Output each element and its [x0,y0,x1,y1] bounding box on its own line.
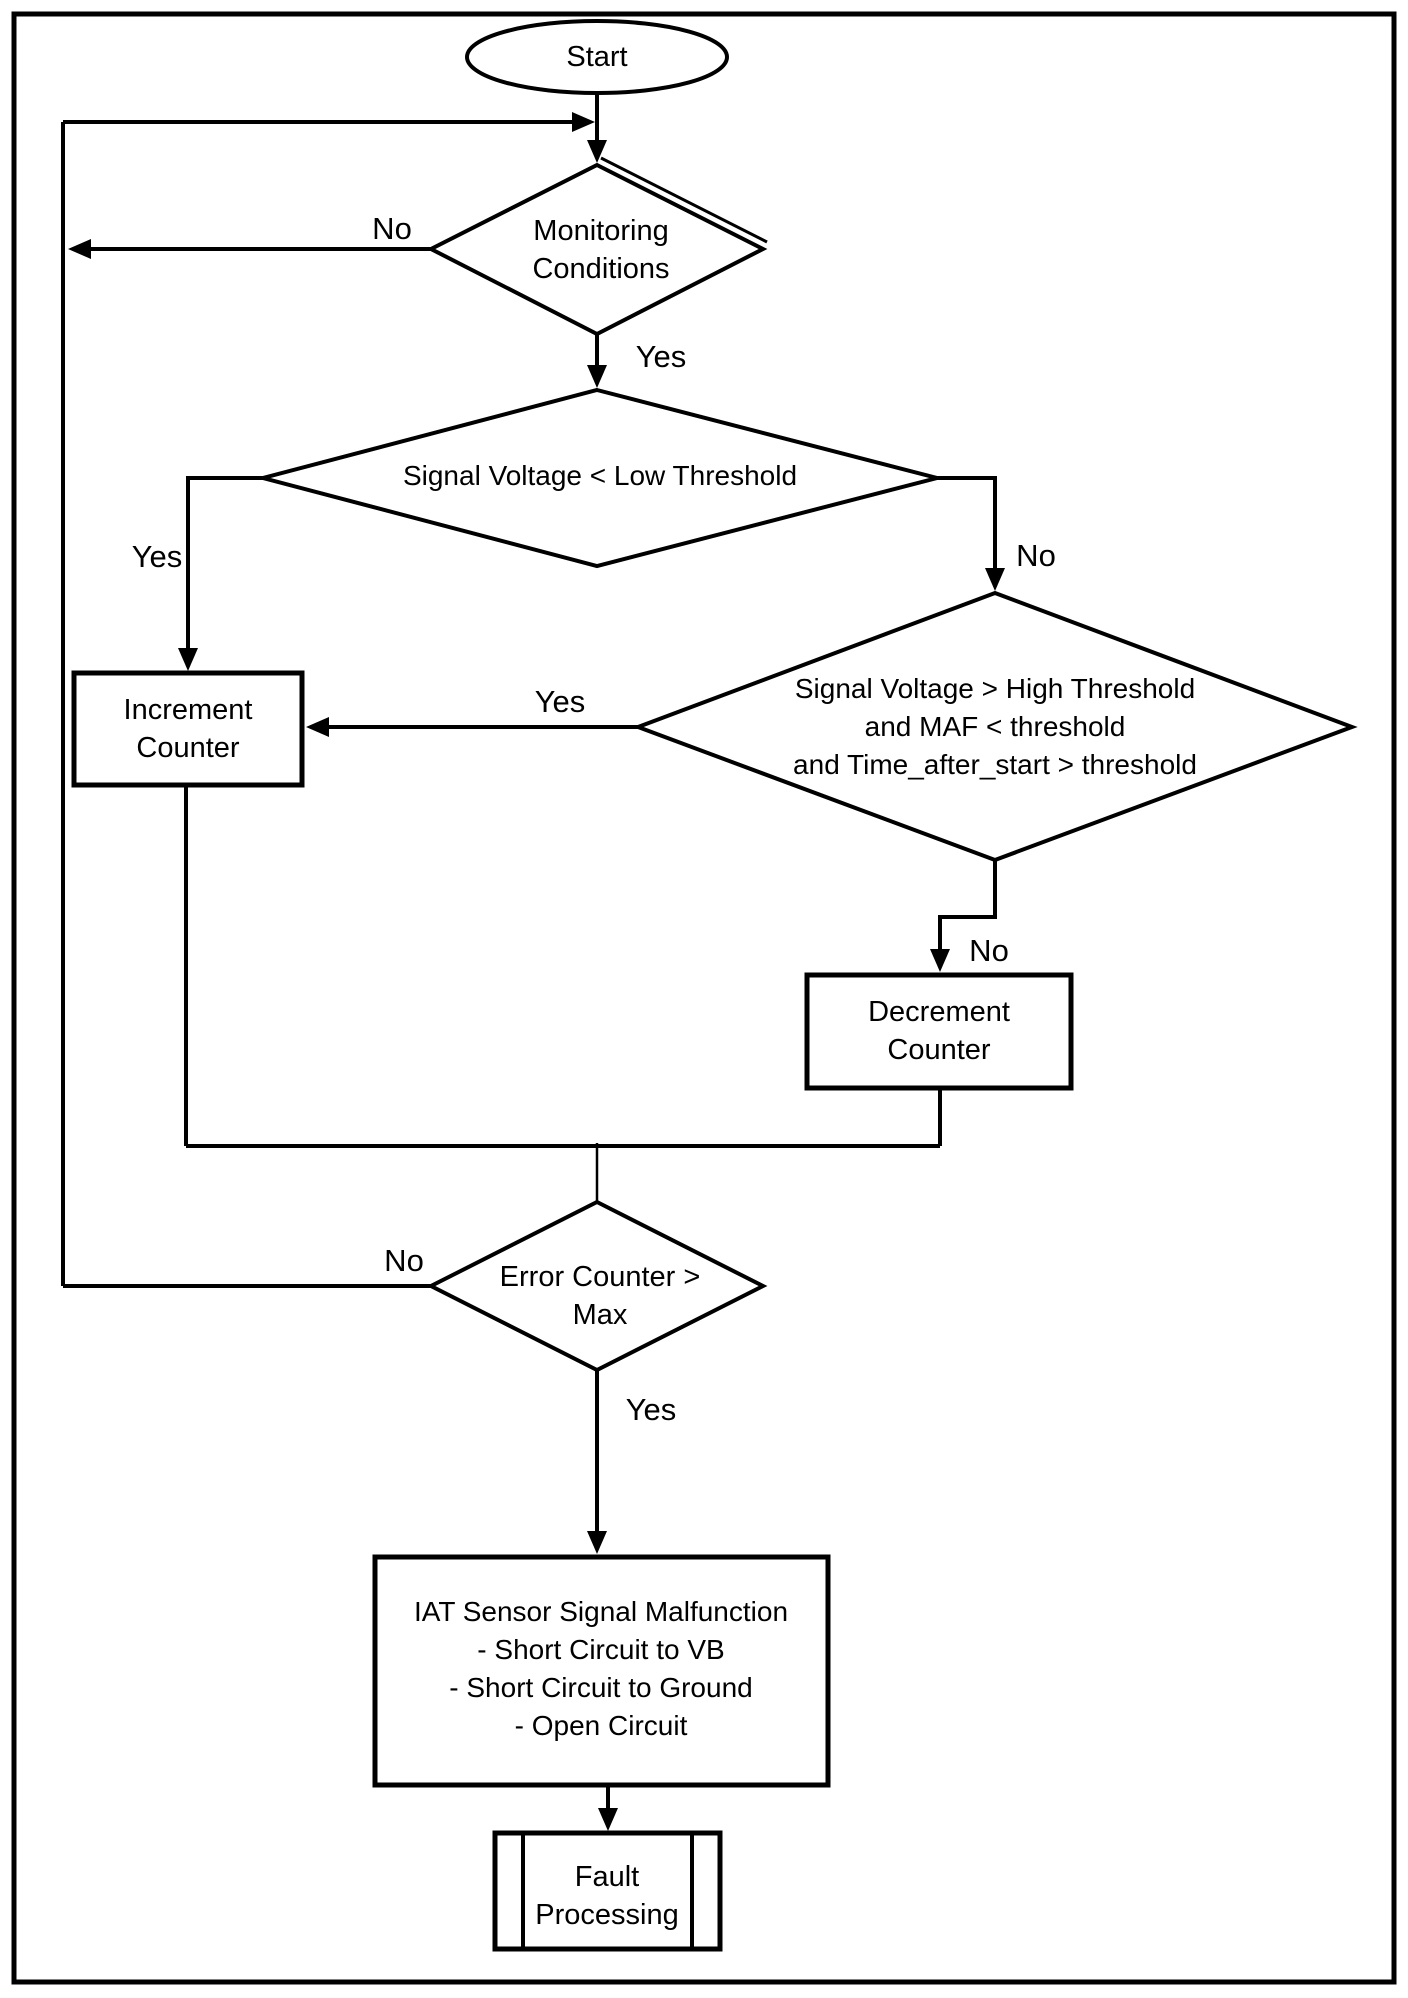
decrement-counter-label: Decrement Counter [868,996,1010,1066]
edge-low-no [937,476,997,570]
high-yes-label: Yes [534,684,586,719]
arrowhead-into-decrement [930,949,950,972]
malfunction-shape [372,1554,831,1788]
error-yes-label: Yes [625,1392,677,1427]
arrowhead-feedback-join [572,112,595,132]
arrowhead-into-fault [598,1808,618,1831]
monitoring-conditions-label: Monitoring Conditions [532,215,670,285]
arrowhead-into-increment-top [178,648,198,671]
increment-counter-label: Increment Counter [123,694,253,764]
page-border [11,11,1397,1985]
monitoring-no-label: No [372,211,412,246]
edge-high-no [938,860,997,951]
error-counter-decision-shape [426,1199,768,1373]
arrowhead-into-monitoring [587,140,607,163]
arrowhead-into-malfunction [587,1531,607,1554]
high-threshold-label: Signal Voltage > High Threshold and MAF … [793,673,1197,780]
monitoring-decision-shape [426,162,768,337]
monitoring-decision-double-edge [600,156,768,244]
arrowhead-into-low-check [587,365,607,388]
arrowhead-into-high-check [985,568,1005,591]
arrowhead-into-increment-right [306,717,329,737]
start-label: Start [566,41,628,73]
error-counter-label: Error Counter > Max [499,1261,701,1331]
error-no-label: No [384,1243,424,1278]
increment-counter-shape [71,670,305,788]
low-no-label: No [1016,538,1056,573]
arrowhead-monitoring-no [68,239,91,259]
monitoring-yes-label: Yes [635,339,687,374]
start-terminator-shape [465,19,729,95]
low-yes-label: Yes [131,539,183,574]
fault-processing-shape [492,1830,723,1952]
edge-low-yes [186,476,263,650]
low-threshold-decision-shape [255,387,945,569]
malfunction-label: IAT Sensor Signal Malfunction - Short Ci… [413,1596,789,1741]
fault-processing-label: Fault Processing [535,1861,679,1931]
low-threshold-label: Signal Voltage < Low Threshold [402,460,798,491]
high-threshold-decision-shape [632,590,1358,863]
decrement-counter-shape [804,972,1074,1091]
high-no-label: No [969,933,1009,968]
